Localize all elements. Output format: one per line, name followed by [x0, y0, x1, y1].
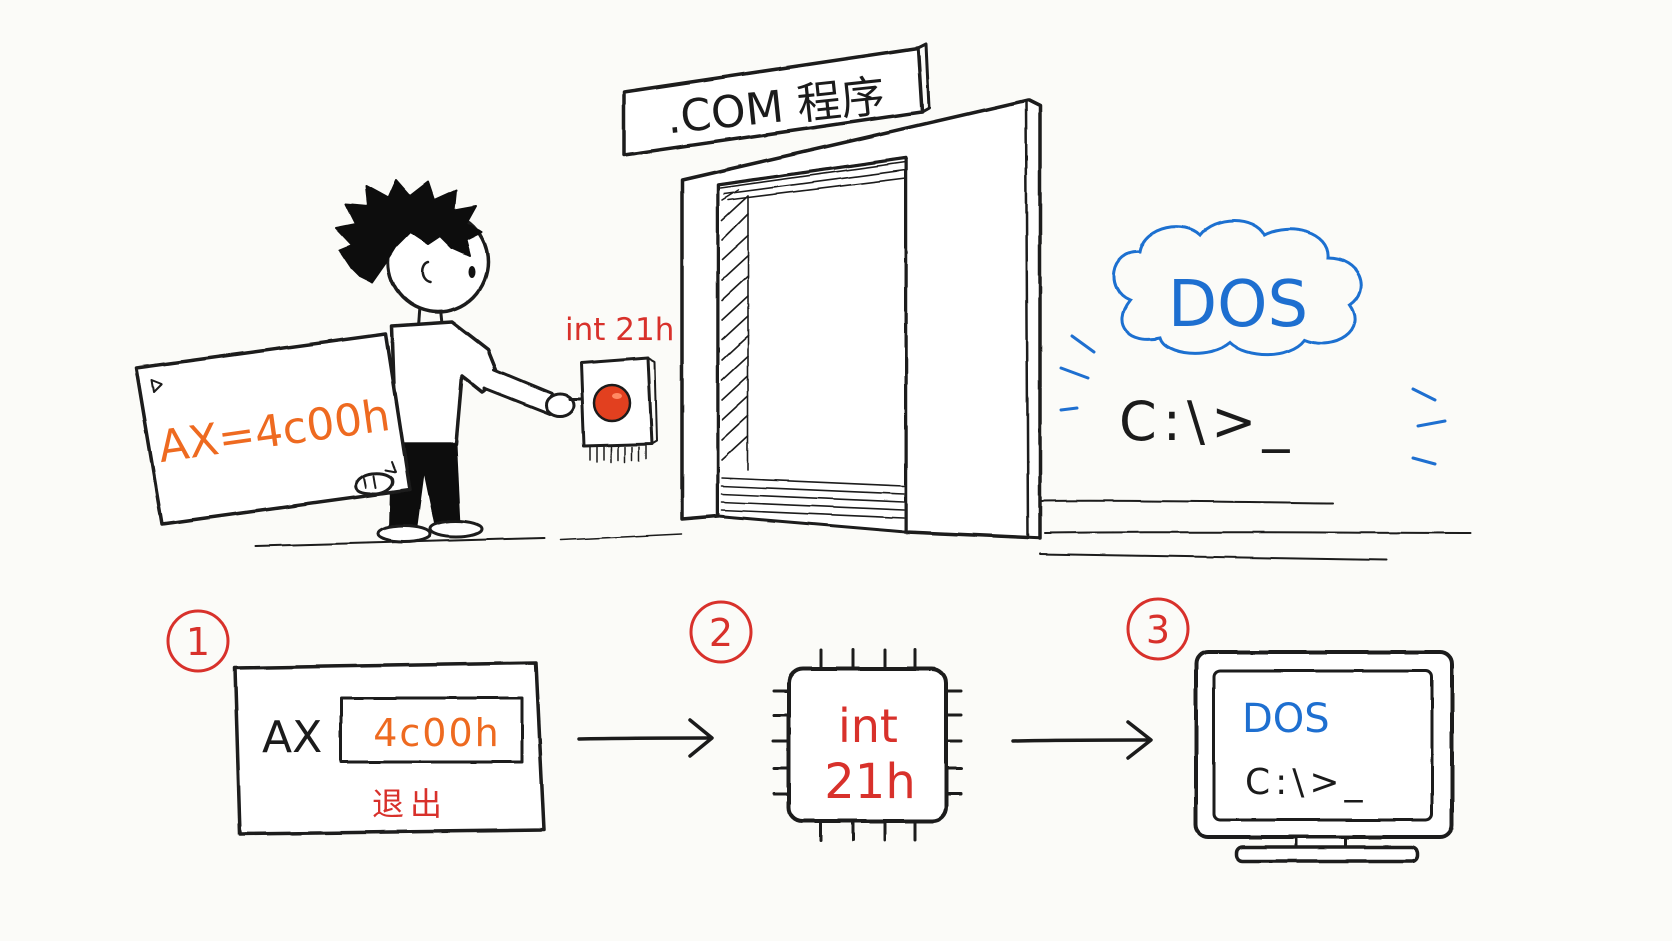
person-shoe-left: [376, 524, 432, 544]
doorway-hatching: [719, 161, 907, 519]
person-hair: [335, 179, 483, 283]
monitor-prompt: C:\>_: [1245, 762, 1368, 803]
step-1-badge: [166, 609, 230, 673]
step-2-badge: [689, 600, 753, 664]
chip-body: [787, 667, 948, 823]
register-board: AX=4c00h: [134, 332, 412, 526]
chip-pins: [772, 648, 963, 842]
step-3-badge: [1126, 597, 1190, 661]
person-shoe-right: [428, 519, 484, 539]
doorway-side-edge: [1024, 100, 1030, 540]
register-board-corner-mark: [151, 379, 163, 393]
button-box-edge: [647, 357, 658, 445]
person-eye: [468, 266, 476, 278]
person-shirt: [390, 320, 502, 446]
register-name: AX: [262, 712, 322, 763]
button-box-ticks: [589, 445, 647, 463]
chip-line-1: int: [838, 699, 898, 753]
flow-arrow-1: [577, 718, 714, 758]
interrupt-button: int 21h: [565, 312, 674, 463]
interrupt-label: int 21h: [565, 312, 674, 348]
step-2-number: 2: [709, 611, 733, 655]
cloud-outline: [1112, 218, 1363, 357]
cpu-chip: [772, 648, 963, 842]
monitor-screen: [1212, 669, 1434, 822]
register-value-box: [339, 696, 524, 764]
person: [335, 179, 599, 544]
dos-cloud: DOS: [1112, 218, 1363, 357]
chip-line-2: 21h: [824, 754, 916, 810]
monitor: [1194, 650, 1454, 863]
person-hand-fingers: [363, 475, 377, 489]
person-hand-pointing: [544, 392, 576, 418]
monitor-base: [1235, 845, 1419, 863]
register-caption: 退出: [372, 785, 448, 823]
person-ear: [421, 260, 432, 284]
register-board-corner-mark-2: [385, 461, 397, 473]
doorway-opening: [716, 156, 908, 534]
red-button: [592, 383, 632, 423]
doorway: [680, 98, 1042, 540]
register-value: 4c00h: [373, 711, 501, 755]
step-3-number: 3: [1146, 608, 1170, 652]
register-board-frame: [134, 332, 412, 526]
step-1-number: 1: [186, 620, 210, 664]
dos-prompt: C:\>_: [1119, 390, 1295, 453]
step-2: 2 int 21h: [689, 600, 963, 842]
flow-arrow-2: [1011, 720, 1153, 760]
person-arm: [482, 368, 554, 416]
sign-board-edge: [916, 42, 931, 114]
step-1: 1 AX 4c00h 退出: [166, 609, 546, 836]
cloud-label: DOS: [1168, 268, 1308, 342]
monitor-title: DOS: [1242, 696, 1330, 742]
red-button-highlight: [612, 393, 622, 399]
step-3: 3 DOS C:\>_: [1126, 597, 1454, 863]
program-sign: .COM 程序: [622, 42, 931, 157]
emphasis-lines: [1059, 334, 1447, 466]
